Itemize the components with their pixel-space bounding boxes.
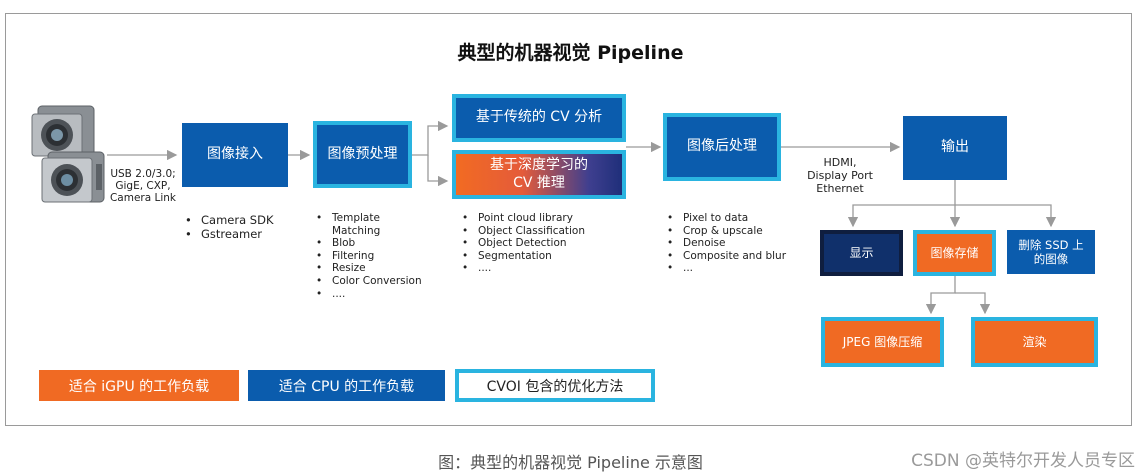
image-input-node: 图像接入 — [182, 123, 288, 187]
storage-node: 图像存储 — [913, 230, 996, 276]
list-item: Composite and blur — [667, 250, 786, 263]
watermark: CSDN @英特尔开发人员专区 — [911, 451, 1135, 471]
arrow-preprocess-to-traditional — [412, 120, 449, 156]
postprocess-node: 图像后处理 — [663, 113, 781, 181]
render-node: 渲染 — [971, 317, 1098, 367]
jpeg-compress-node: JPEG 图像压缩 — [821, 317, 944, 367]
cv-methods-list: Point cloud library Object Classificatio… — [462, 212, 585, 275]
list-item: Pixel to data — [667, 212, 786, 225]
list-item: Color Conversion — [316, 275, 422, 288]
list-item: Filtering — [316, 250, 422, 263]
input-interface-note: USB 2.0/3.0; GigE, CXP, Camera Link — [109, 168, 177, 204]
output-interface-note: HDMI, Display Port Ethernet — [807, 156, 873, 195]
delete-ssd-node: 删除 SSD 上 的图像 — [1007, 230, 1095, 274]
arrow-preprocess-to-dl — [427, 155, 449, 187]
postprocess-methods-list: Pixel to data Crop & upscale Denoise Com… — [667, 212, 786, 275]
traditional-cv-node: 基于传统的 CV 分析 — [452, 94, 626, 142]
list-item: .... — [316, 288, 422, 301]
list-item: Gstreamer — [185, 227, 273, 241]
list-item: ... — [667, 262, 786, 275]
dl-cv-node: 基于深度学习的 CV 推理 — [452, 150, 626, 199]
diagram-title: 典型的机器视觉 Pipeline — [457, 42, 684, 64]
preprocess-methods-list: Template Matching Blob Filtering Resize … — [316, 212, 422, 300]
list-item: .... — [462, 262, 585, 275]
list-item: Point cloud library — [462, 212, 585, 225]
arrow-storage-to-render — [955, 292, 991, 315]
list-item: Object Detection — [462, 237, 585, 250]
list-item: Crop & upscale — [667, 225, 786, 238]
industrial-camera-icon — [31, 105, 105, 203]
list-item: Segmentation — [462, 250, 585, 263]
preprocess-node: 图像预处理 — [313, 121, 412, 188]
legend-igpu: 适合 iGPU 的工作负载 — [39, 370, 239, 401]
arrow-storage-to-jpeg — [925, 275, 956, 315]
display-node: 显示 — [820, 230, 903, 276]
output-node: 输出 — [903, 116, 1007, 180]
list-item: Resize — [316, 262, 422, 275]
list-item: Template — [316, 212, 422, 225]
arrow-output-to-delete — [955, 204, 1057, 228]
list-item: Blob — [316, 237, 422, 250]
list-item: Object Classification — [462, 225, 585, 238]
diagram-frame — [5, 13, 1132, 426]
legend-cpu: 适合 CPU 的工作负载 — [248, 370, 445, 401]
figure-caption: 图：典型的机器视觉 Pipeline 示意图 — [438, 453, 703, 472]
list-item: Matching — [332, 224, 381, 237]
list-item: Denoise — [667, 237, 786, 250]
list-item: Camera SDK — [185, 213, 273, 227]
arrow-output-to-display — [847, 180, 956, 228]
legend-cvoi: CVOI 包含的优化方法 — [455, 369, 655, 402]
input-tools-list: Camera SDK Gstreamer — [185, 213, 273, 241]
